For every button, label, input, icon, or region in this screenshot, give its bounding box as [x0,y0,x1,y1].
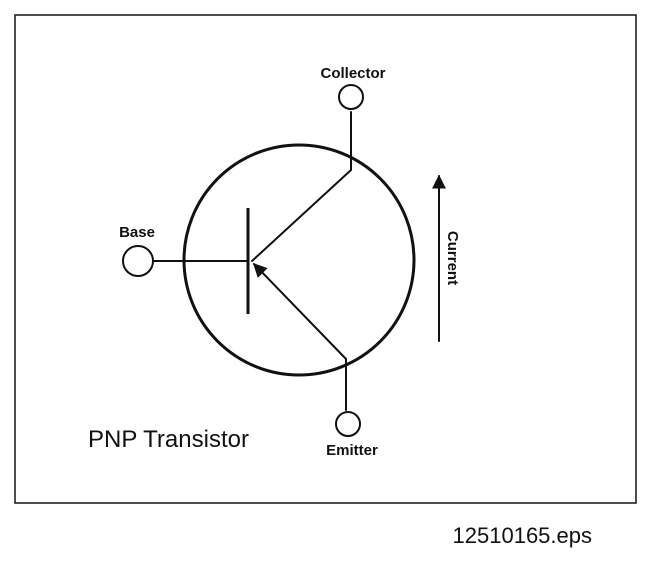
emitter-arrow [253,262,347,360]
base-terminal [122,245,154,277]
file-name: 12510165.eps [453,523,592,548]
emitter-terminal [335,411,361,437]
collector-lead-diagonal [251,169,352,262]
emitter-label: Emitter [326,442,378,459]
collector-terminal [338,84,364,110]
diagram-title: PNP Transistor [88,426,249,453]
diagram-frame [14,14,637,504]
collector-label: Collector [320,65,385,82]
base-label: Base [119,224,155,241]
current-label: Current [444,231,461,285]
